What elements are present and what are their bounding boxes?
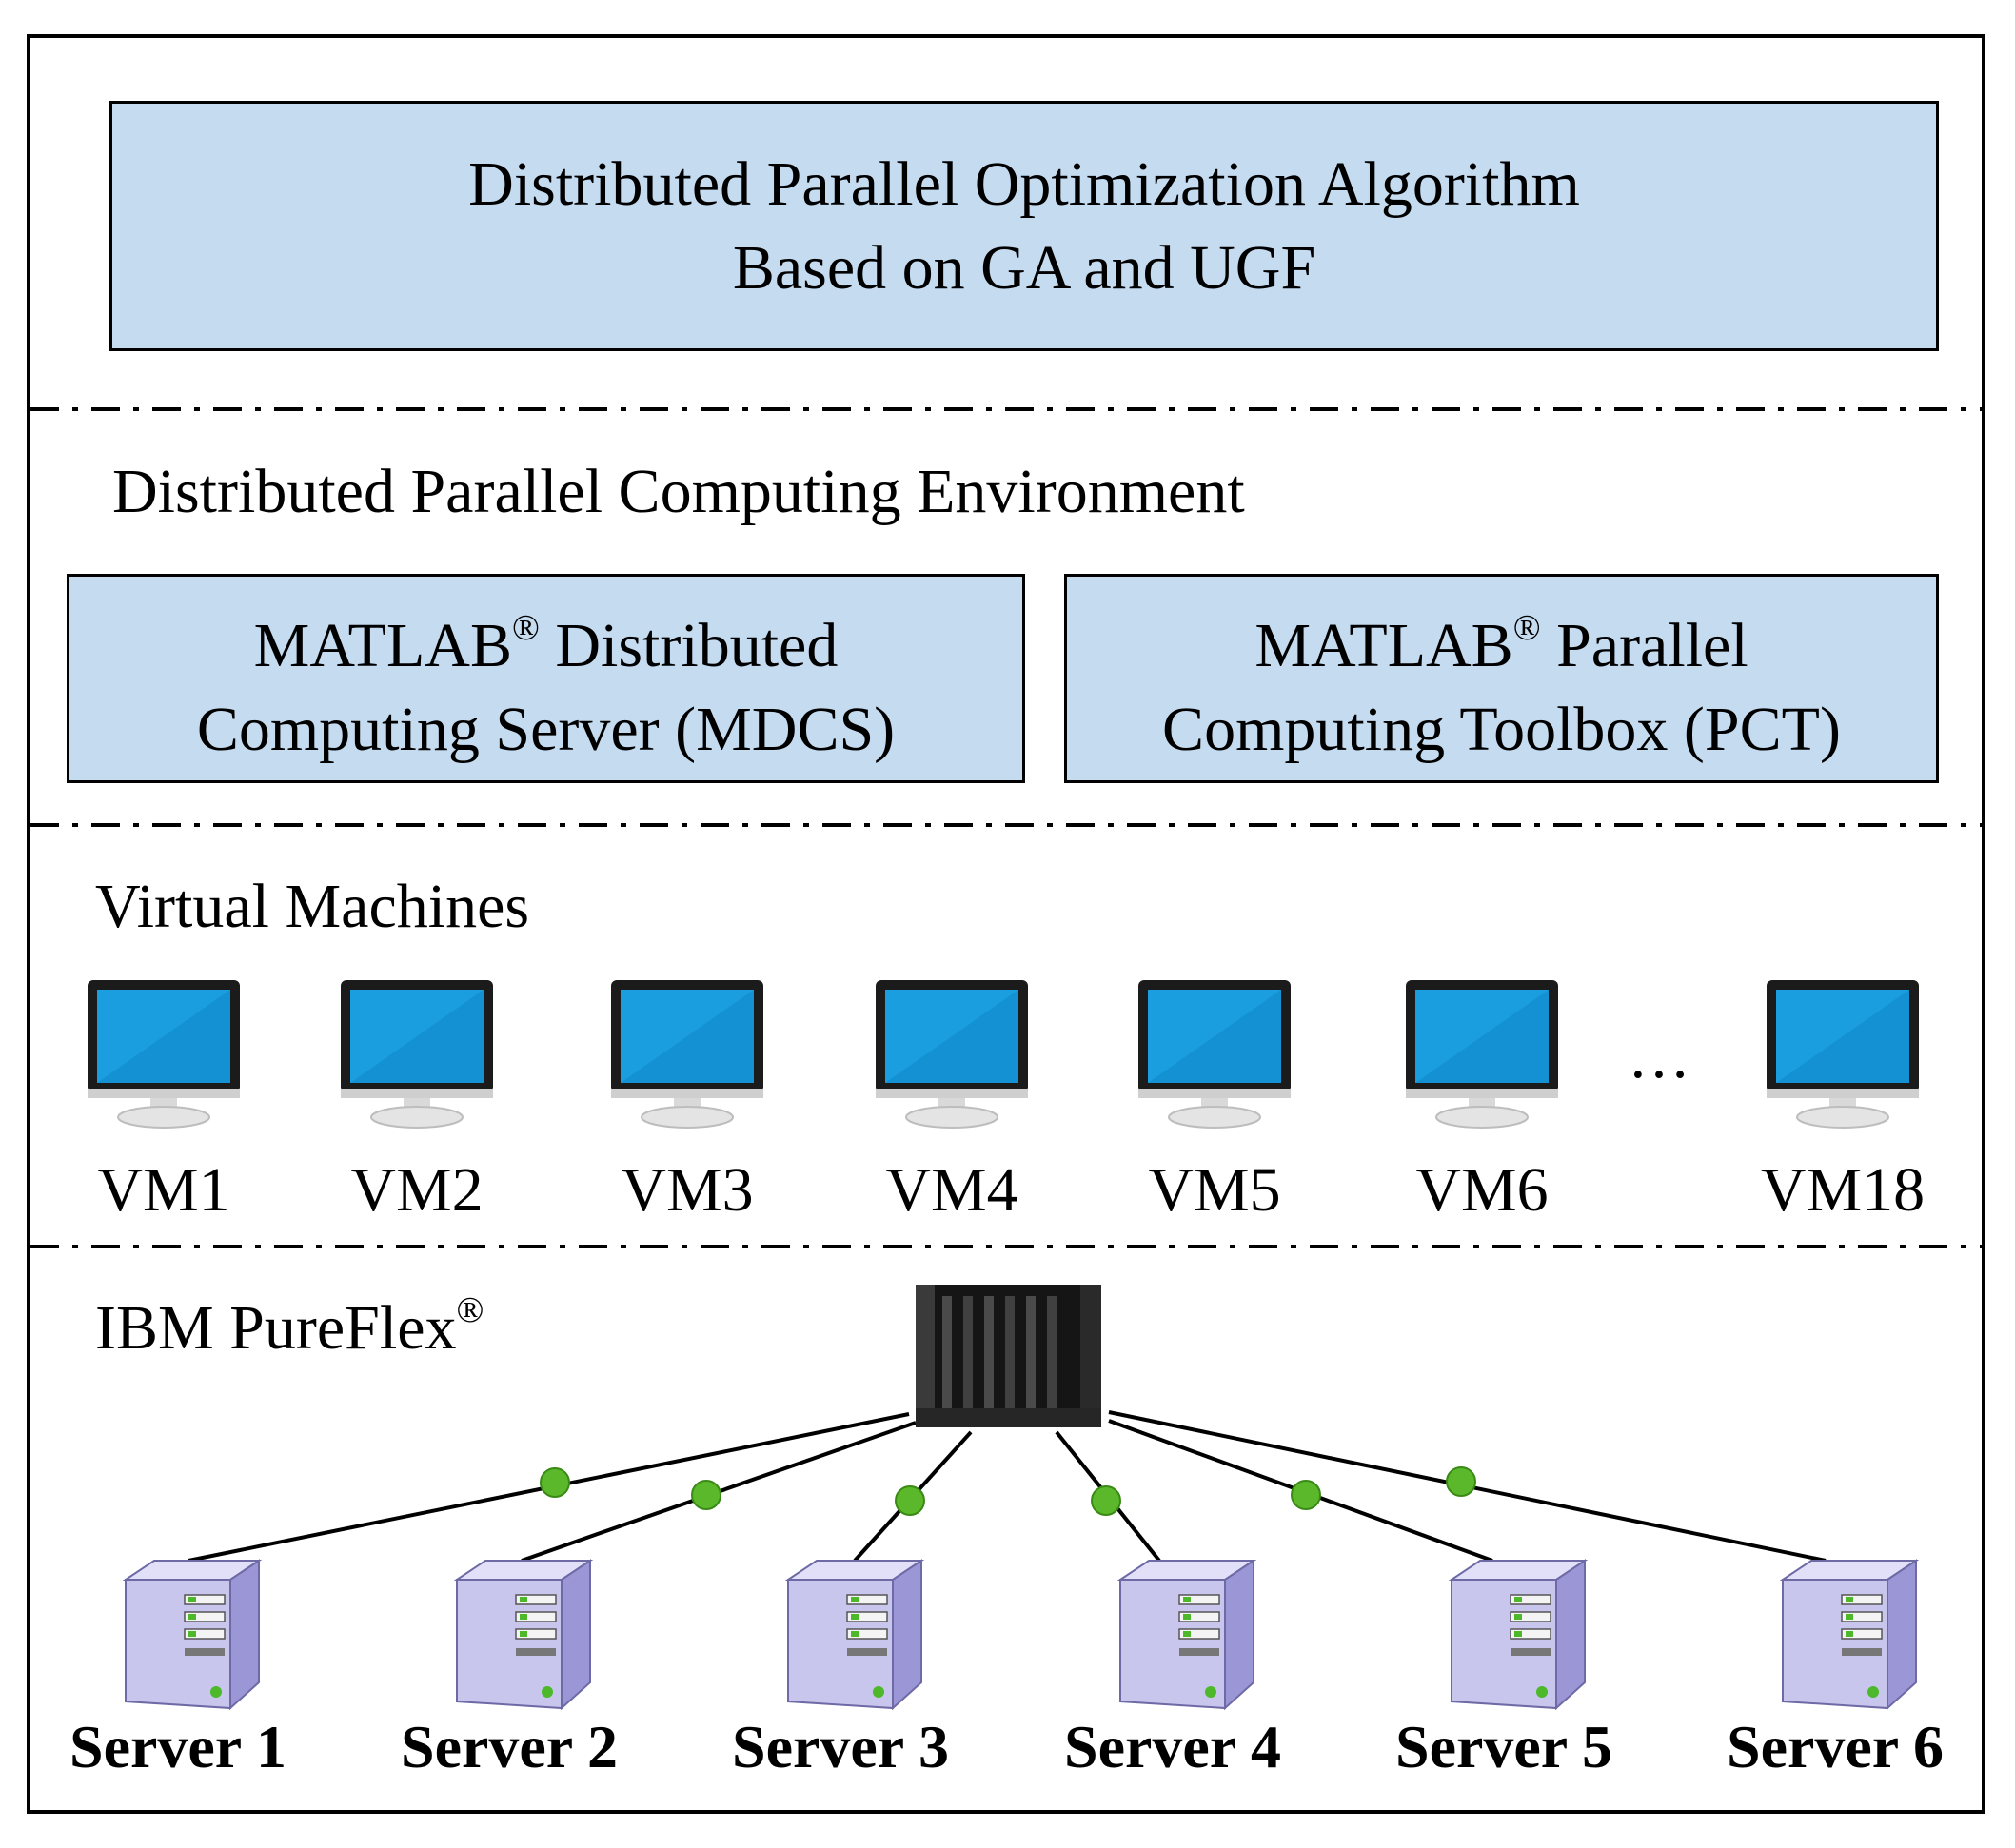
- monitor-icon: [1138, 980, 1291, 1129]
- algorithm-title-line1: Distributed Parallel Optimization Algori…: [468, 148, 1580, 219]
- server-tower-icon: [122, 1559, 263, 1711]
- server-tower-icon: [453, 1559, 594, 1711]
- pct-registered-mark: ®: [1512, 607, 1541, 648]
- vm-monitors: [88, 980, 1919, 1129]
- link-dot: [1091, 1485, 1121, 1516]
- vm-label: VM2: [350, 1155, 484, 1225]
- pct-parallel: Parallel: [1540, 610, 1748, 680]
- ibm-label: IBM PureFlex®: [95, 1292, 484, 1360]
- server-tower-icon: [1448, 1559, 1589, 1711]
- server-links: [188, 1410, 1827, 1563]
- environment-label: Distributed Parallel Computing Environme…: [112, 457, 1245, 526]
- mdcs-matlab: MATLAB: [253, 610, 512, 680]
- monitor-icon: [88, 980, 240, 1129]
- diagram-frame: [27, 34, 1985, 1814]
- link-dot: [540, 1467, 570, 1498]
- mdcs-distributed: Distributed: [539, 610, 839, 680]
- ibm-label-text: IBM PureFlex: [95, 1293, 457, 1363]
- monitor-icon: [1406, 980, 1558, 1129]
- algorithm-title-line2: Based on GA and UGF: [732, 232, 1316, 303]
- server-tower-icon: [784, 1559, 925, 1711]
- vm-label: VM4: [885, 1155, 1018, 1225]
- pct-matlab: MATLAB: [1254, 610, 1513, 680]
- monitor-icon: [1767, 980, 1919, 1129]
- ibm-registered-mark: ®: [456, 1290, 484, 1330]
- blade-chassis-icon: [916, 1285, 1101, 1427]
- monitor-icon: [876, 980, 1028, 1129]
- server-label: Server 3: [731, 1713, 950, 1780]
- monitor-icon: [341, 980, 493, 1129]
- algorithm-box: Distributed Parallel Optimization Algori…: [109, 101, 1939, 351]
- server-tower-icon: [1779, 1559, 1920, 1711]
- server-label: Server 5: [1394, 1713, 1613, 1780]
- mdcs-registered-mark: ®: [512, 607, 540, 648]
- monitor-icon: [611, 980, 763, 1129]
- vm-ellipsis: …: [1628, 1022, 1690, 1091]
- server-label: Server 4: [1063, 1713, 1282, 1780]
- vm-section-label: Virtual Machines: [95, 872, 530, 941]
- mdcs-line1: MATLAB® Distributed: [254, 586, 839, 688]
- mdcs-line2: Computing Server (MDCS): [196, 694, 896, 764]
- server-towers: [122, 1559, 1920, 1711]
- vm-label: VM5: [1148, 1155, 1281, 1225]
- pct-line2: Computing Toolbox (PCT): [1162, 694, 1841, 764]
- vm-label: VM18: [1760, 1155, 1926, 1225]
- server-label: Server 6: [1726, 1713, 1945, 1780]
- link-dot: [691, 1480, 721, 1510]
- pct-box: MATLAB® Parallel Computing Toolbox (PCT): [1064, 574, 1939, 783]
- vm-label: VM3: [621, 1155, 754, 1225]
- vm-label: VM6: [1415, 1155, 1549, 1225]
- server-label: Server 1: [69, 1713, 287, 1780]
- link-dot: [1291, 1480, 1321, 1510]
- server-tower-icon: [1116, 1559, 1257, 1711]
- pct-line1: MATLAB® Parallel: [1254, 586, 1748, 688]
- mdcs-box: MATLAB® Distributed Computing Server (MD…: [67, 574, 1025, 783]
- link-dot: [1446, 1466, 1476, 1497]
- server-label: Server 2: [400, 1713, 619, 1780]
- vm-label: VM1: [97, 1155, 230, 1225]
- link-dot: [895, 1485, 925, 1516]
